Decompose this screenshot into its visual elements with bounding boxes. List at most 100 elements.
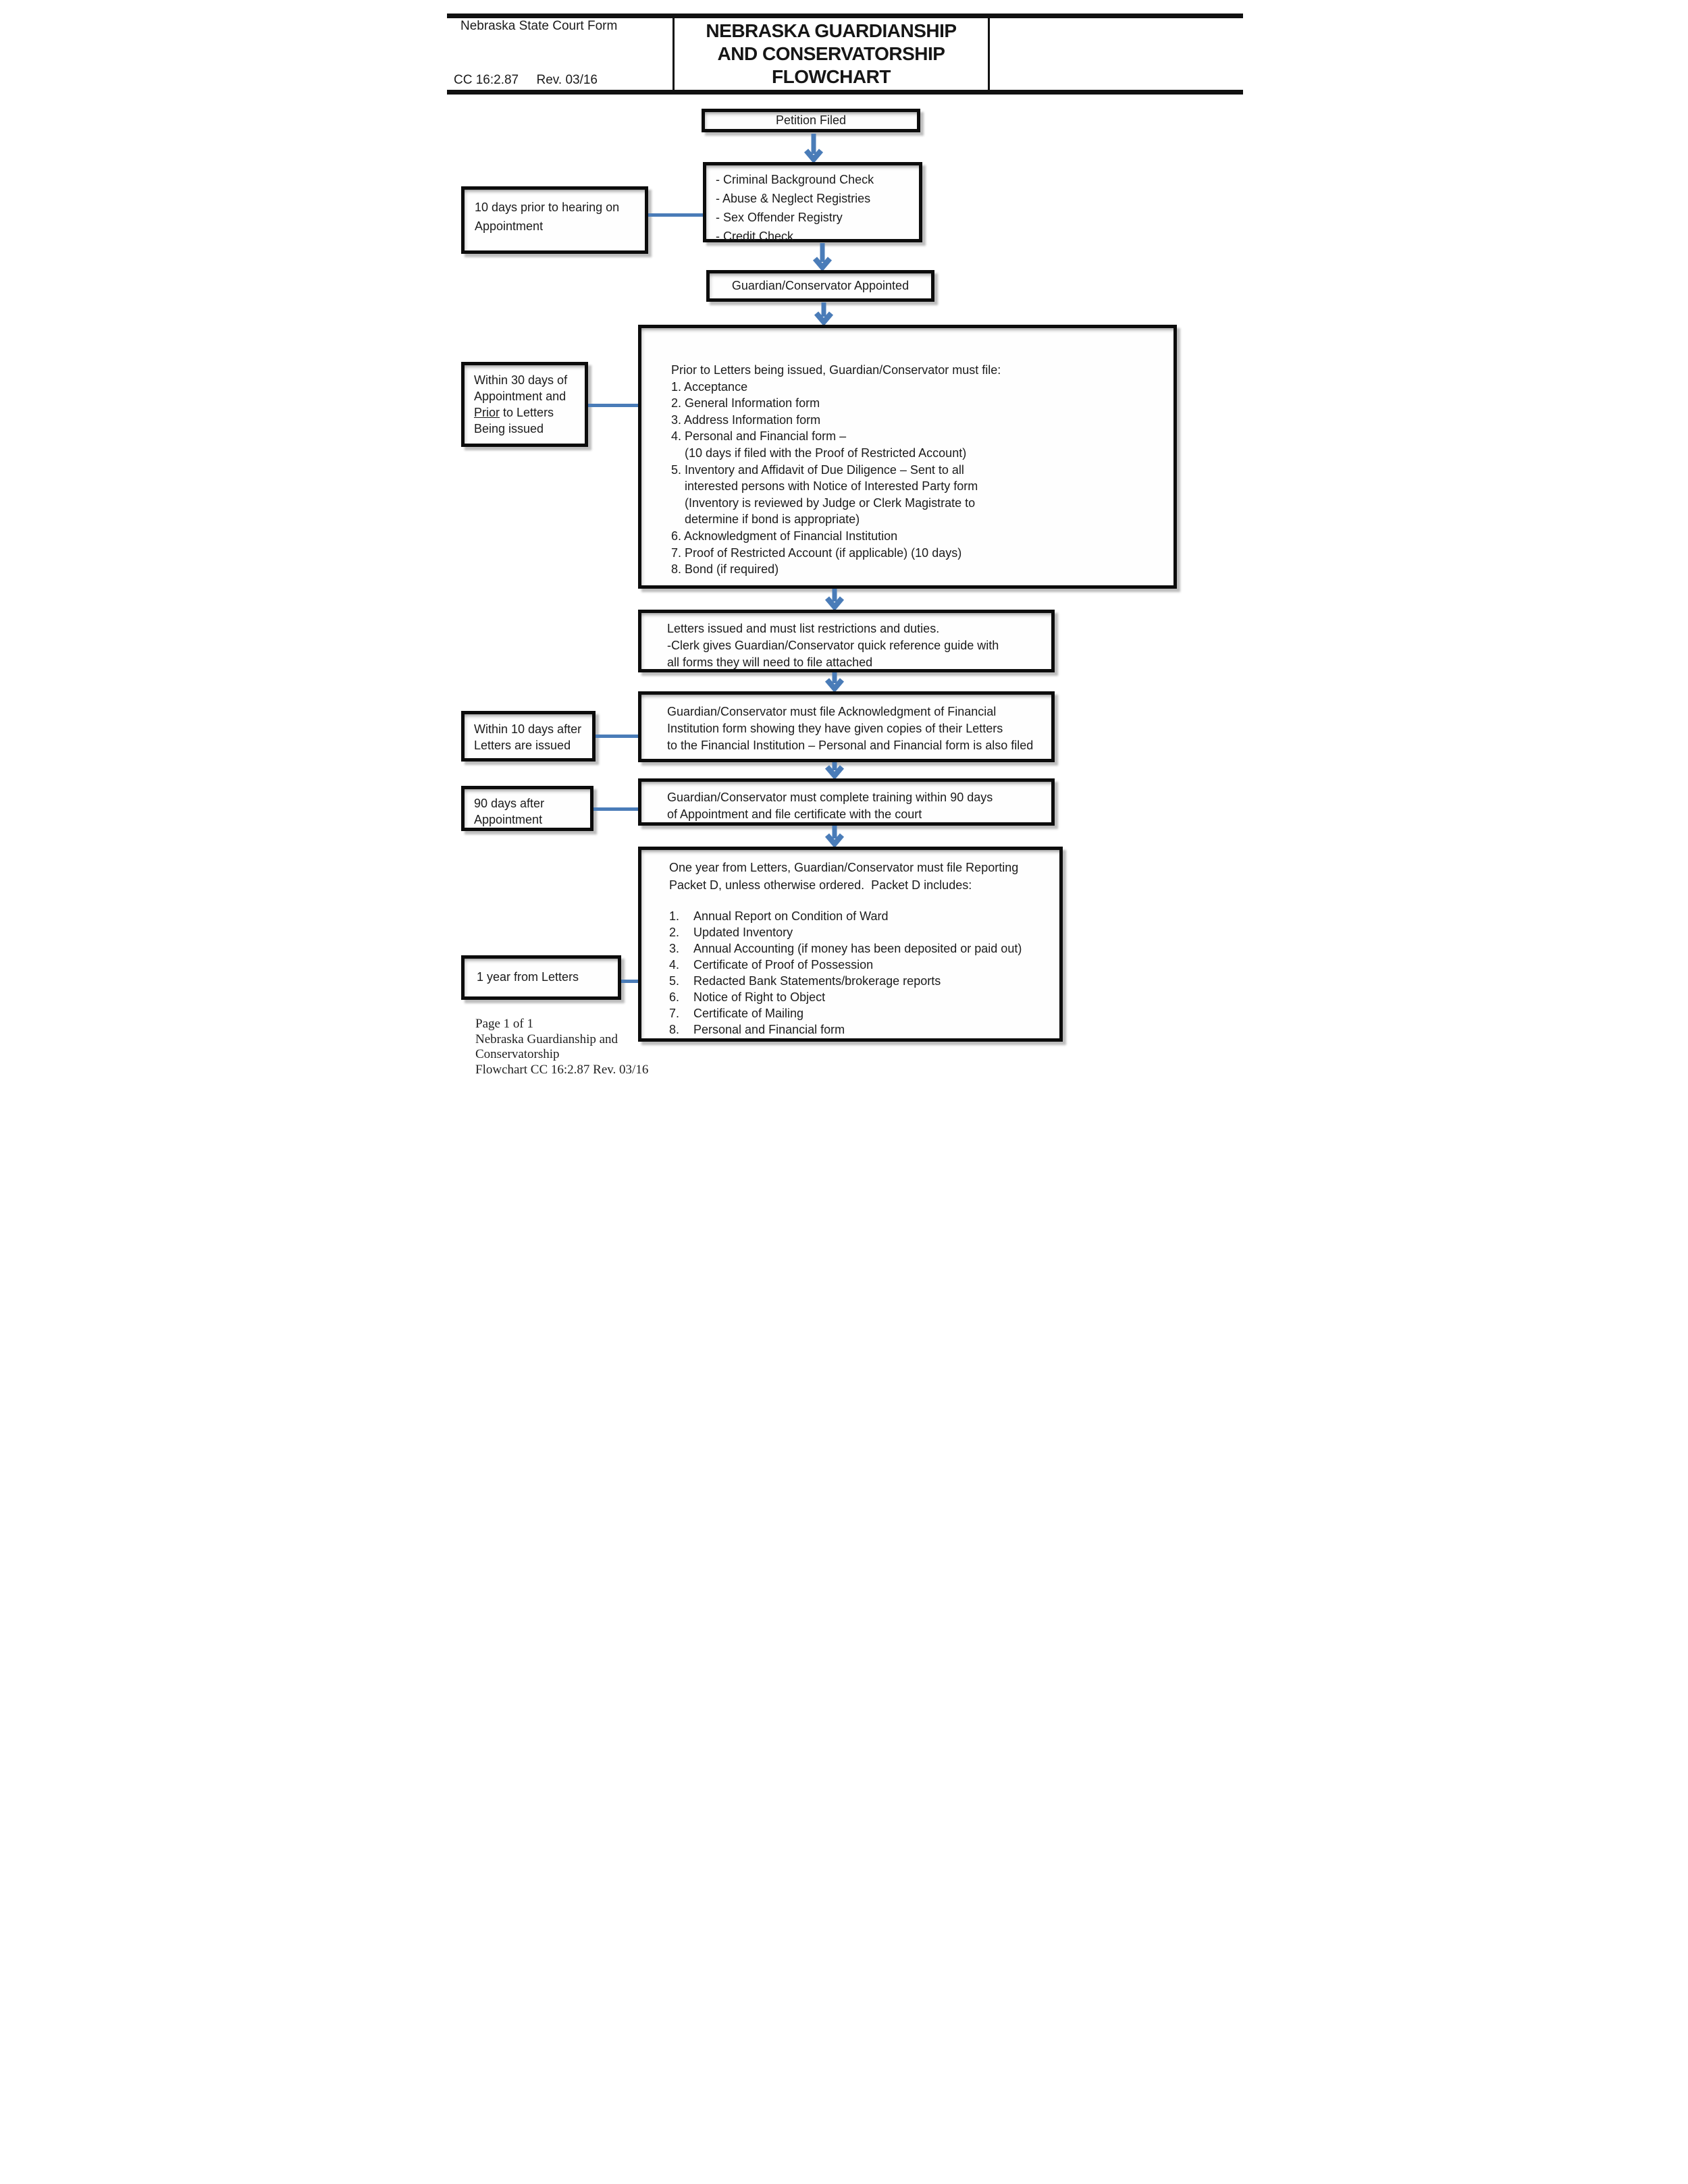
letters-issued-line: Letters issued and must list restriction… bbox=[667, 622, 940, 635]
requirement-line: 2. General Information form bbox=[671, 396, 820, 410]
reporting-item: 2. Updated Inventory bbox=[669, 924, 1059, 940]
page-title-line: NEBRASKA GUARDIANSHIP bbox=[706, 20, 957, 41]
item-number: 3. bbox=[669, 942, 680, 955]
page-footer: Page 1 of 1 Nebraska Guardianship and Co… bbox=[475, 1017, 648, 1077]
flow-arrow-down-icon bbox=[824, 589, 845, 610]
page-title: NEBRASKA GUARDIANSHIP AND CONSERVATORSHI… bbox=[675, 20, 988, 88]
header-rule-top bbox=[447, 14, 1243, 18]
connector-line bbox=[594, 807, 638, 811]
underlined-word: Prior bbox=[474, 406, 500, 419]
check-item: - Credit Check bbox=[716, 230, 794, 243]
footer-line: Page 1 of 1 bbox=[475, 1017, 534, 1031]
item-text: Personal and Financial form bbox=[693, 1023, 845, 1036]
training-line: of Appointment and file certificate with… bbox=[667, 807, 922, 821]
page-title-line: FLOWCHART bbox=[772, 66, 891, 87]
requirement-line: 8. Bond (if required) bbox=[671, 562, 779, 577]
label-line: Letters are issued bbox=[474, 739, 571, 752]
flow-arrow-down-icon bbox=[824, 672, 845, 691]
check-item: - Sex Offender Registry bbox=[716, 211, 843, 224]
label-line: 1 year from Letters bbox=[477, 970, 579, 984]
requirement-line: interested persons with Notice of Intere… bbox=[671, 479, 978, 494]
footer-line: Conservatorship bbox=[475, 1047, 560, 1062]
form-number-label: CC 16:2.87 Rev. 03/16 bbox=[454, 73, 598, 87]
requirement-line: 1. Acceptance bbox=[671, 379, 748, 394]
requirement-line: determine if bond is appropriate) bbox=[671, 512, 860, 527]
header-divider-right bbox=[988, 14, 990, 95]
label-within-10-days-box: Within 10 days after Letters are issued bbox=[461, 711, 596, 762]
header-divider-left bbox=[672, 14, 675, 95]
label-1-year-box: 1 year from Letters bbox=[461, 955, 621, 1000]
requirement-line: 4. Personal and Financial form – bbox=[671, 429, 847, 444]
item-text: Redacted Bank Statements/brokerage repor… bbox=[693, 974, 941, 988]
item-text: Updated Inventory bbox=[693, 926, 793, 939]
petition-filed-box: Petition Filed bbox=[702, 109, 920, 132]
item-number: 5. bbox=[669, 974, 680, 988]
item-number: 7. bbox=[669, 1007, 680, 1020]
acknowledgment-box: Guardian/Conservator must file Acknowled… bbox=[638, 691, 1055, 762]
reporting-item: 1.Annual Report on Condition of Ward bbox=[669, 908, 1059, 924]
label-line: Within 10 days after bbox=[474, 722, 582, 736]
label-line: Appointment bbox=[474, 813, 543, 826]
document-page: Nebraska State Court Form CC 16:2.87 Rev… bbox=[422, 0, 1266, 1092]
reporting-intro-line: Packet D, unless otherwise ordered. Pack… bbox=[669, 878, 972, 892]
label-line: 10 days prior to hearing on bbox=[475, 201, 620, 214]
training-box: Guardian/Conservator must complete train… bbox=[638, 778, 1055, 826]
label-line: Prior to Letters bbox=[474, 404, 585, 421]
flow-arrow-down-icon bbox=[824, 826, 845, 847]
flow-arrow-down-icon bbox=[824, 762, 845, 778]
page-title-line: AND CONSERVATORSHIP bbox=[717, 43, 945, 64]
acknowledgment-line: to the Financial Institution – Personal … bbox=[667, 739, 1034, 752]
petition-filed-label: Petition Filed bbox=[775, 113, 847, 127]
requirement-line: 7. Proof of Restricted Account (if appli… bbox=[671, 545, 962, 560]
item-text: Certificate of Proof of Possession bbox=[693, 958, 874, 971]
requirement-line: 6. Acknowledgment of Financial Instituti… bbox=[671, 529, 898, 543]
background-checks-box: - Criminal Background Check - Abuse & Ne… bbox=[703, 162, 922, 243]
label-10-days-prior-box: 10 days prior to hearing on Appointment bbox=[461, 186, 648, 254]
label-within-30-days-box: Within 30 days of Appointment and Prior … bbox=[461, 362, 588, 447]
item-text: Notice of Right to Object bbox=[693, 990, 826, 1004]
reporting-item: 7.Certificate of Mailing bbox=[669, 1005, 1059, 1021]
label-line: Appointment bbox=[475, 219, 544, 233]
item-number: 4. bbox=[669, 958, 680, 971]
reporting-item: 6. Notice of Right to Object bbox=[669, 989, 1059, 1005]
header-rule-bottom bbox=[447, 90, 1243, 95]
letters-issued-line: all forms they will need to file attache… bbox=[667, 656, 873, 669]
letters-issued-box: Letters issued and must list restriction… bbox=[638, 610, 1055, 672]
connector-line bbox=[596, 735, 638, 738]
label-line: Being issued bbox=[474, 422, 544, 435]
connector-line bbox=[648, 213, 703, 217]
prior-to-letters-box: Prior to Letters being issued, Guardian/… bbox=[638, 325, 1177, 589]
item-number: 2. bbox=[669, 926, 680, 939]
acknowledgment-line: Institution form showing they have given… bbox=[667, 722, 1003, 735]
training-line: Guardian/Conservator must complete train… bbox=[667, 791, 993, 804]
requirement-line: (Inventory is reviewed by Judge or Clerk… bbox=[671, 496, 976, 510]
requirement-line: 3. Address Information form bbox=[671, 412, 821, 427]
label-line: 90 days after bbox=[474, 797, 545, 810]
connector-line bbox=[588, 404, 638, 407]
requirement-line: 5. Inventory and Affidavit of Due Dilige… bbox=[671, 462, 964, 477]
appointed-label: Guardian/Conservator Appointed bbox=[731, 279, 909, 292]
reporting-intro-line: One year from Letters, Guardian/Conserva… bbox=[669, 861, 1019, 874]
item-number: 8. bbox=[669, 1023, 680, 1036]
acknowledgment-line: Guardian/Conservator must file Acknowled… bbox=[667, 705, 997, 718]
connector-line bbox=[621, 980, 638, 983]
flow-arrow-down-icon bbox=[814, 302, 834, 325]
reporting-packet-box: One year from Letters, Guardian/Conserva… bbox=[638, 847, 1063, 1042]
item-text: Annual Report on Condition of Ward bbox=[693, 909, 889, 923]
footer-line: Flowchart CC 16:2.87 Rev. 03/16 bbox=[475, 1062, 649, 1077]
check-item: - Criminal Background Check bbox=[716, 173, 874, 186]
item-text: Annual Accounting (if money has been dep… bbox=[693, 942, 1022, 955]
appointed-box: Guardian/Conservator Appointed bbox=[706, 270, 934, 302]
footer-line: Nebraska Guardianship and bbox=[475, 1032, 618, 1046]
label-90-days-box: 90 days after Appointment bbox=[461, 786, 594, 831]
label-line: Within 30 days of bbox=[474, 373, 568, 387]
label-line: Appointment and bbox=[474, 390, 566, 403]
reporting-item: 5. Redacted Bank Statements/brokerage rep… bbox=[669, 973, 1059, 989]
requirement-line: (10 days if filed with the Proof of Rest… bbox=[671, 446, 967, 460]
requirement-line: Prior to Letters being issued, Guardian/… bbox=[671, 363, 1001, 377]
reporting-item: 3. Annual Accounting (if money has been d… bbox=[669, 940, 1059, 957]
item-number: 6. bbox=[669, 990, 680, 1004]
reporting-item: 8. Personal and Financial form bbox=[669, 1021, 1059, 1038]
reporting-item: 4. Certificate of Proof of Possession bbox=[669, 957, 1059, 973]
check-item: - Abuse & Neglect Registries bbox=[716, 192, 871, 205]
